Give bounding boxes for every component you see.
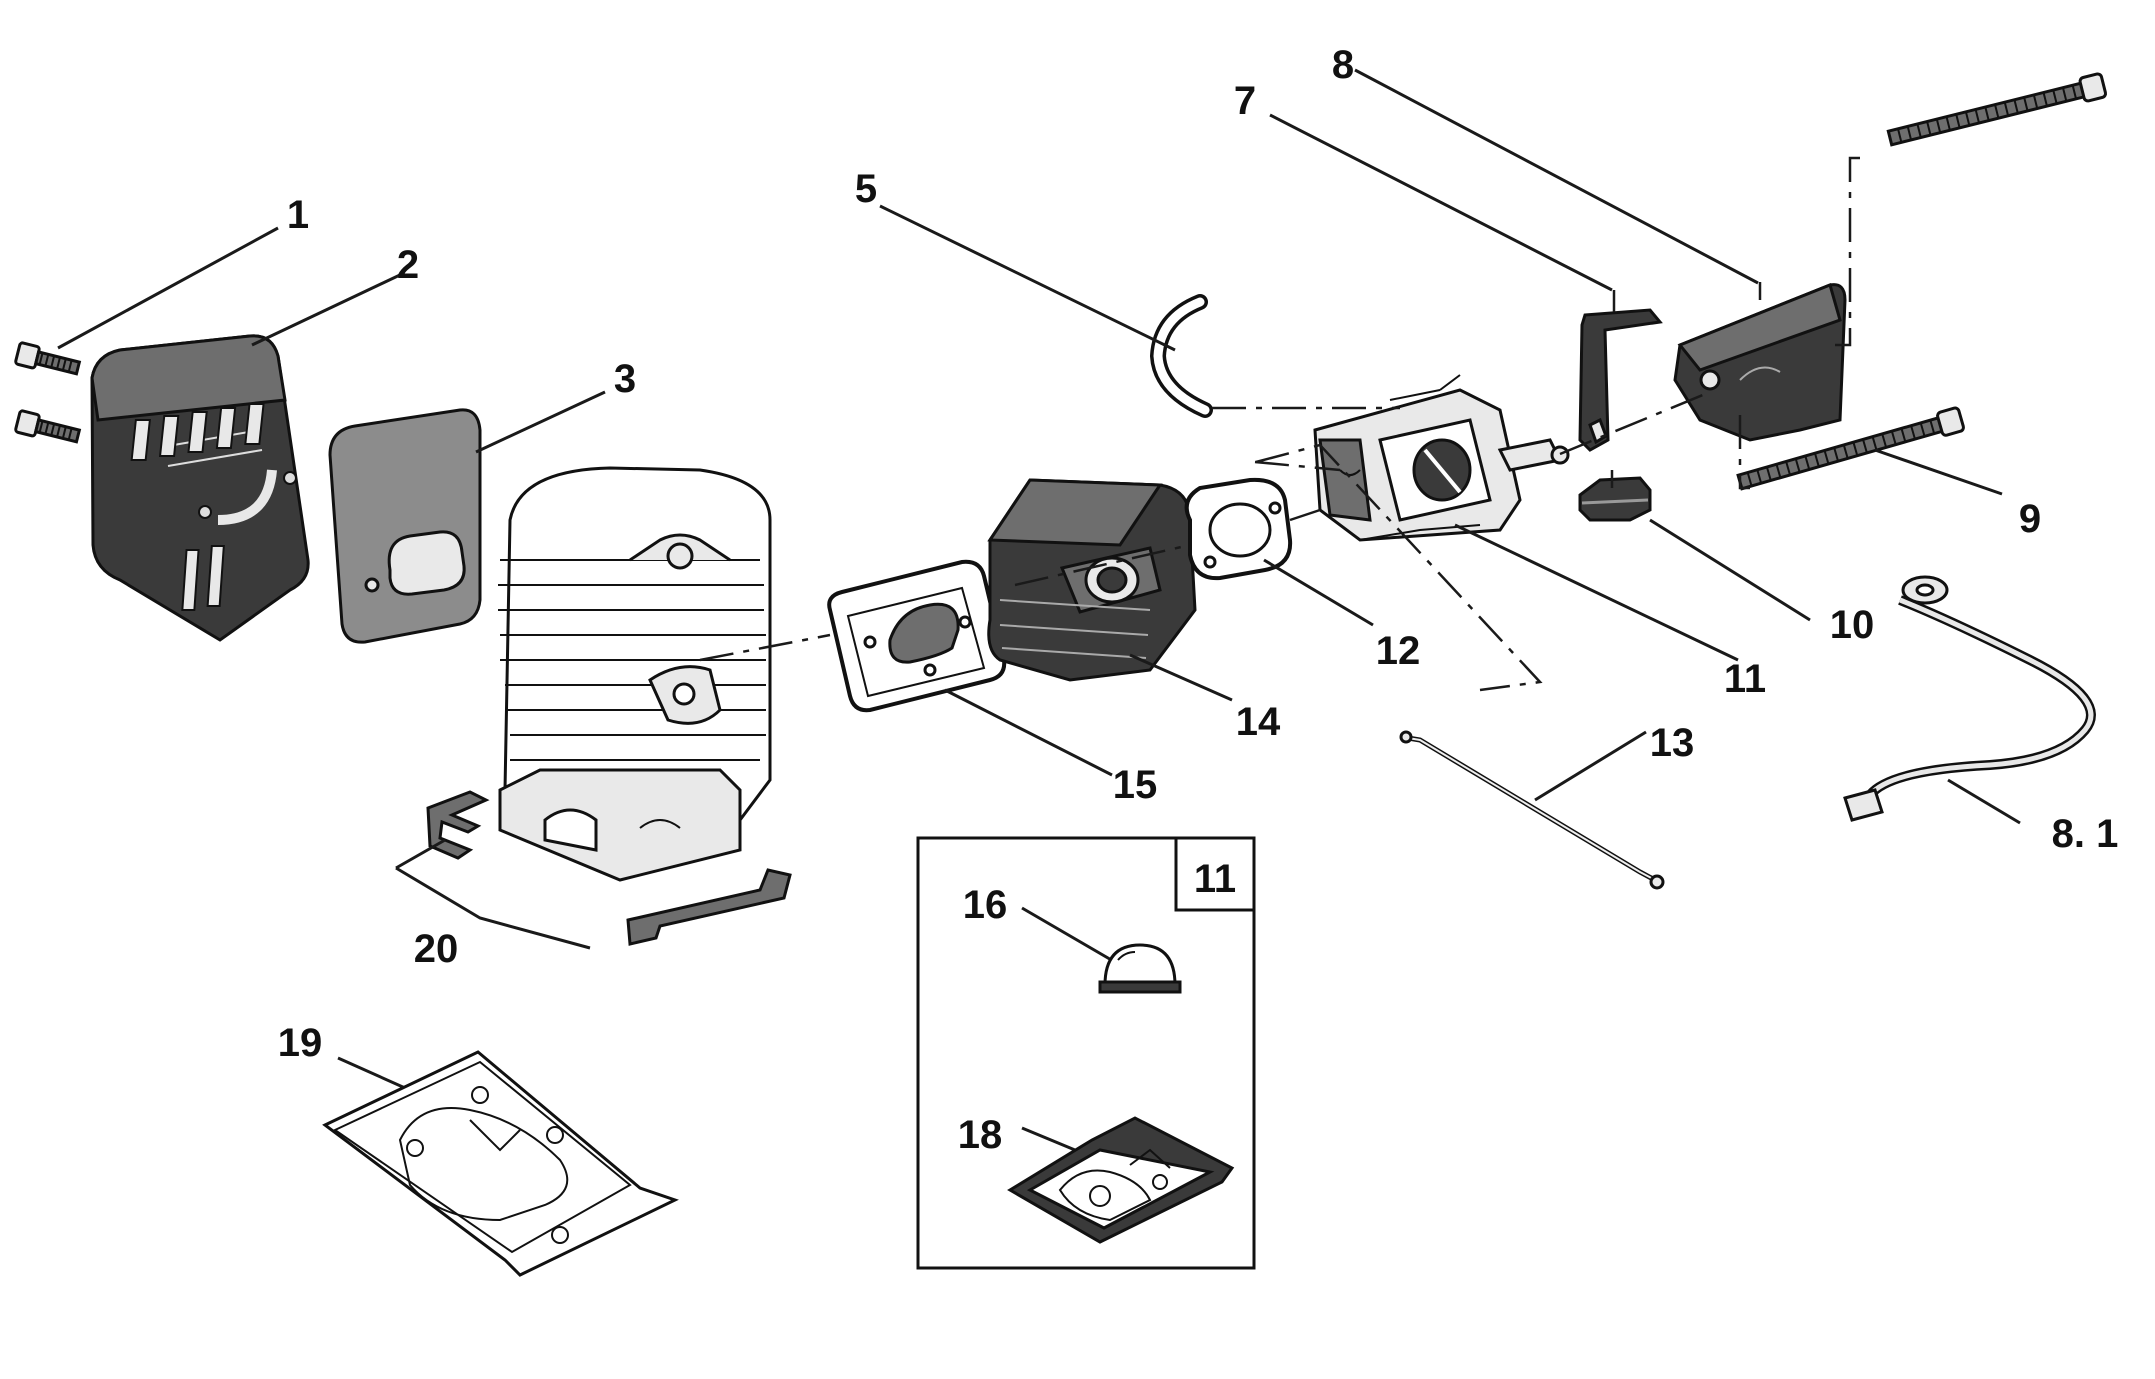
part-5-fuel-hose bbox=[1149, 294, 1213, 418]
cylinder-assembly bbox=[498, 466, 772, 882]
part-2-muffler bbox=[90, 334, 310, 642]
label-7: 7 bbox=[1234, 79, 1256, 123]
label-9: 9 bbox=[2019, 497, 2041, 541]
label-20: 20 bbox=[414, 927, 459, 971]
label-15: 15 bbox=[1113, 763, 1158, 807]
part-8-filter-housing bbox=[1673, 282, 1847, 442]
part-11-carburetor bbox=[1313, 374, 1570, 542]
label-11: 11 bbox=[1724, 657, 1766, 701]
part-12-carb-gasket bbox=[1184, 477, 1293, 581]
label-19: 19 bbox=[278, 1021, 323, 1065]
part-labels: 1 2 3 5 7 8 8. 1 9 10 11 11 12 13 14 15 … bbox=[278, 43, 2119, 1157]
label-14: 14 bbox=[1236, 700, 1281, 744]
label-13: 13 bbox=[1650, 721, 1695, 765]
part-8-1-ground-wire bbox=[1843, 575, 2096, 822]
label-1: 1 bbox=[287, 193, 309, 237]
part-14-intake-manifold bbox=[987, 478, 1197, 682]
label-10: 10 bbox=[1830, 603, 1875, 647]
part-18-repair-kit bbox=[1007, 1116, 1235, 1244]
part-13-throttle-rod bbox=[1399, 730, 1665, 890]
assembly-lines bbox=[699, 156, 1860, 692]
label-2: 2 bbox=[397, 243, 419, 287]
label-11-box: 11 bbox=[1194, 857, 1236, 901]
part-16-primer-bulb bbox=[1098, 943, 1182, 994]
label-5: 5 bbox=[855, 167, 877, 211]
label-12: 12 bbox=[1376, 629, 1421, 673]
carburetor-kit-box bbox=[916, 836, 1256, 1270]
part-1-screws bbox=[14, 341, 82, 444]
label-8-1: 8. 1 bbox=[2052, 812, 2119, 856]
part-3-muffler-gasket bbox=[328, 408, 482, 644]
part-15-intake-gasket bbox=[827, 559, 1007, 713]
label-8: 8 bbox=[1332, 43, 1354, 87]
part-19-gasket-kit bbox=[322, 1050, 679, 1277]
part-10-buffer bbox=[1578, 476, 1652, 522]
label-18: 18 bbox=[958, 1113, 1003, 1157]
label-3: 3 bbox=[614, 357, 636, 401]
label-16: 16 bbox=[963, 883, 1008, 927]
part-9-screws bbox=[1736, 72, 2108, 491]
leader-lines bbox=[57, 68, 2021, 1152]
